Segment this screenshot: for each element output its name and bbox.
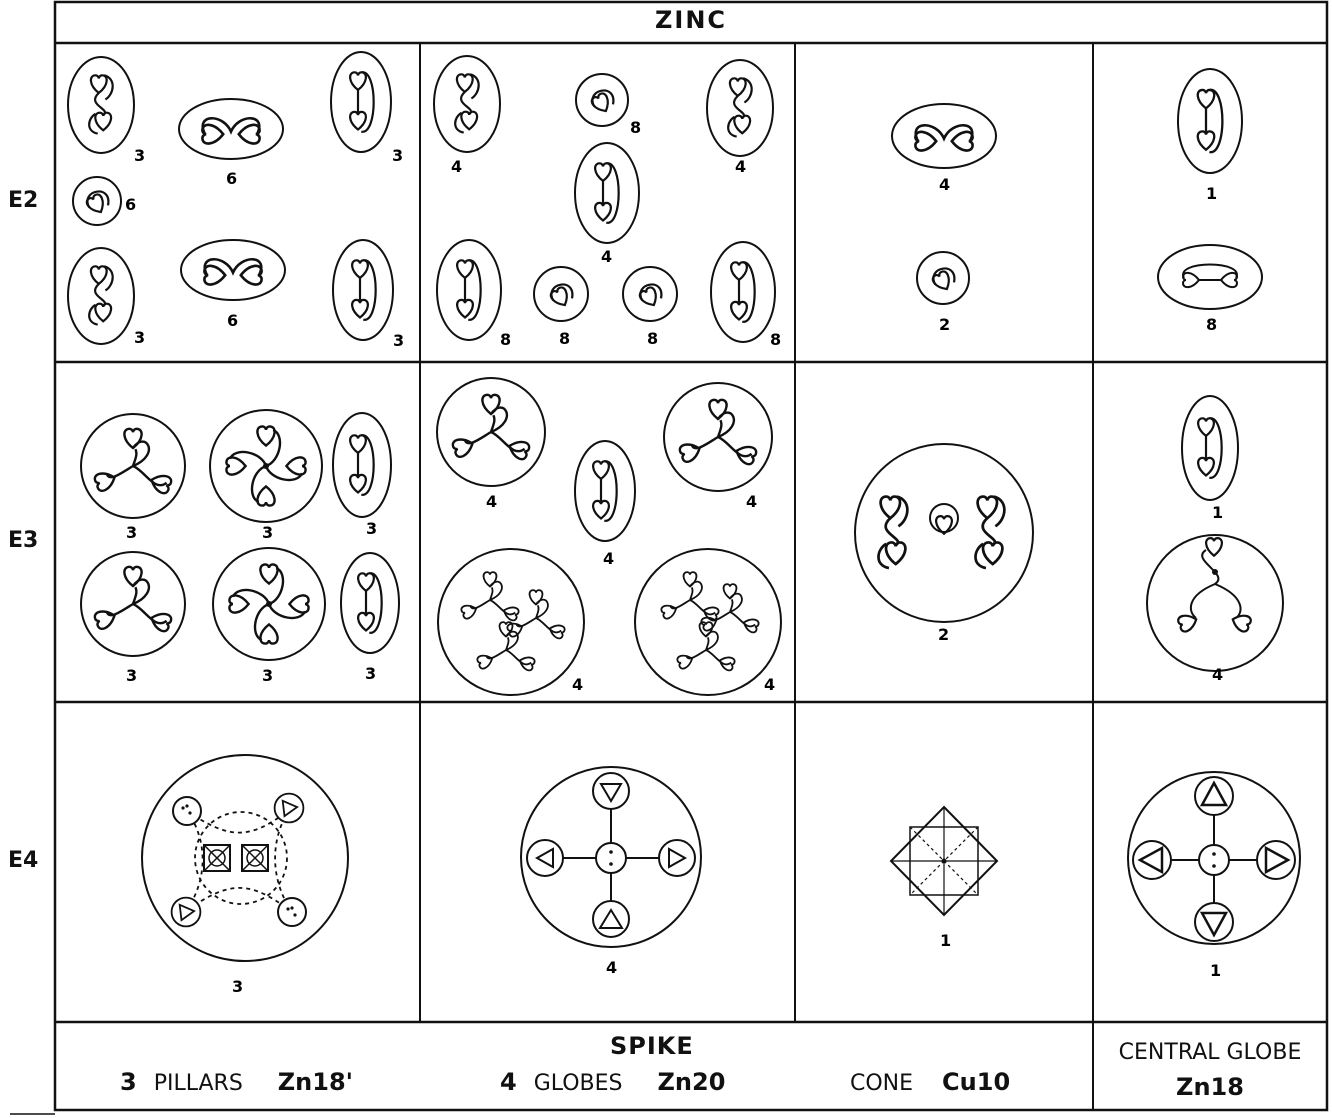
e3c2-count-e: 4 bbox=[764, 675, 775, 694]
e2c2-count-g: 8 bbox=[647, 329, 658, 348]
e2c2-count-e: 8 bbox=[500, 330, 511, 349]
footer-cone: CONE Cu10 bbox=[850, 1068, 1010, 1096]
e4-count-b: 4 bbox=[606, 958, 617, 977]
globes-symbol: Zn20 bbox=[658, 1068, 726, 1096]
e3-c4-funnels bbox=[1147, 396, 1283, 671]
e3c1-count-a: 3 bbox=[126, 523, 137, 542]
e3c1-count-f: 3 bbox=[365, 664, 376, 683]
e2c2-count-h: 8 bbox=[770, 330, 781, 349]
pillars-number: 3 bbox=[120, 1068, 137, 1096]
row-label-e4: E4 bbox=[8, 848, 38, 873]
e4-pillars bbox=[142, 755, 348, 961]
e2c4-count-a: 1 bbox=[1206, 184, 1217, 203]
e2c3-count-a: 4 bbox=[939, 175, 950, 194]
e2c1-count-e: 3 bbox=[134, 328, 145, 347]
e2-c3-funnels bbox=[892, 104, 996, 304]
e3c2-count-d: 4 bbox=[572, 675, 583, 694]
e4-count-c: 1 bbox=[940, 931, 951, 950]
e3-c3-funnels bbox=[855, 444, 1033, 622]
e3-c2-funnels bbox=[437, 378, 781, 695]
central-globe-symbol: Zn18 bbox=[1093, 1070, 1327, 1104]
row-label-e2: E2 bbox=[8, 188, 38, 213]
globes-number: 4 bbox=[500, 1068, 517, 1096]
pillars-label: PILLARS bbox=[154, 1071, 243, 1096]
e4-central-globe bbox=[1128, 772, 1300, 944]
globes-label: GLOBES bbox=[534, 1071, 623, 1096]
footer-spike: SPIKE bbox=[610, 1032, 694, 1060]
e4-count-a: 3 bbox=[232, 977, 243, 996]
e2c1-count-a: 3 bbox=[134, 146, 145, 165]
cone-symbol: Cu10 bbox=[942, 1068, 1010, 1096]
diagram-title: ZINC bbox=[55, 6, 1327, 34]
e2c2-count-c: 4 bbox=[735, 157, 746, 176]
cone-label: CONE bbox=[850, 1071, 913, 1096]
e2c1-count-g: 3 bbox=[393, 331, 404, 350]
e3c2-count-b: 4 bbox=[746, 492, 757, 511]
e2c2-count-d: 4 bbox=[601, 247, 612, 266]
e3c1-count-d: 3 bbox=[126, 666, 137, 685]
e3c4-count-b: 4 bbox=[1212, 665, 1223, 684]
e4-cone bbox=[891, 807, 997, 915]
e2c1-count-b: 6 bbox=[226, 169, 237, 188]
footer-pillars: 3 PILLARS Zn18' bbox=[120, 1068, 353, 1096]
pillars-symbol: Zn18' bbox=[278, 1068, 353, 1096]
e2c1-count-d: 6 bbox=[125, 195, 136, 214]
e3c1-count-b: 3 bbox=[262, 523, 273, 542]
e2c2-count-f: 8 bbox=[559, 329, 570, 348]
e2c3-count-b: 2 bbox=[939, 315, 950, 334]
e3c2-count-c: 4 bbox=[603, 549, 614, 568]
e2c2-count-b: 8 bbox=[630, 118, 641, 137]
central-globe-label: CENTRAL GLOBE bbox=[1093, 1036, 1327, 1070]
e3c2-count-a: 4 bbox=[486, 492, 497, 511]
e3c3-count-a: 2 bbox=[938, 625, 949, 644]
e3c1-count-e: 3 bbox=[262, 666, 273, 685]
e4-globes bbox=[521, 767, 701, 947]
e2c1-count-c: 3 bbox=[392, 146, 403, 165]
e2c1-count-f: 6 bbox=[227, 311, 238, 330]
footer-central-globe: CENTRAL GLOBE Zn18 bbox=[1093, 1036, 1327, 1104]
e2-c1-funnels bbox=[68, 52, 393, 344]
e3c1-count-c: 3 bbox=[366, 519, 377, 538]
e4-count-d: 1 bbox=[1210, 961, 1221, 980]
e2c4-count-b: 8 bbox=[1206, 315, 1217, 334]
footer-globes: 4 GLOBES Zn20 bbox=[500, 1068, 725, 1096]
e2-c2-funnels bbox=[434, 56, 775, 342]
row-label-e3: E3 bbox=[8, 528, 38, 553]
e2c2-count-a: 4 bbox=[451, 157, 462, 176]
e3c4-count-a: 1 bbox=[1212, 503, 1223, 522]
